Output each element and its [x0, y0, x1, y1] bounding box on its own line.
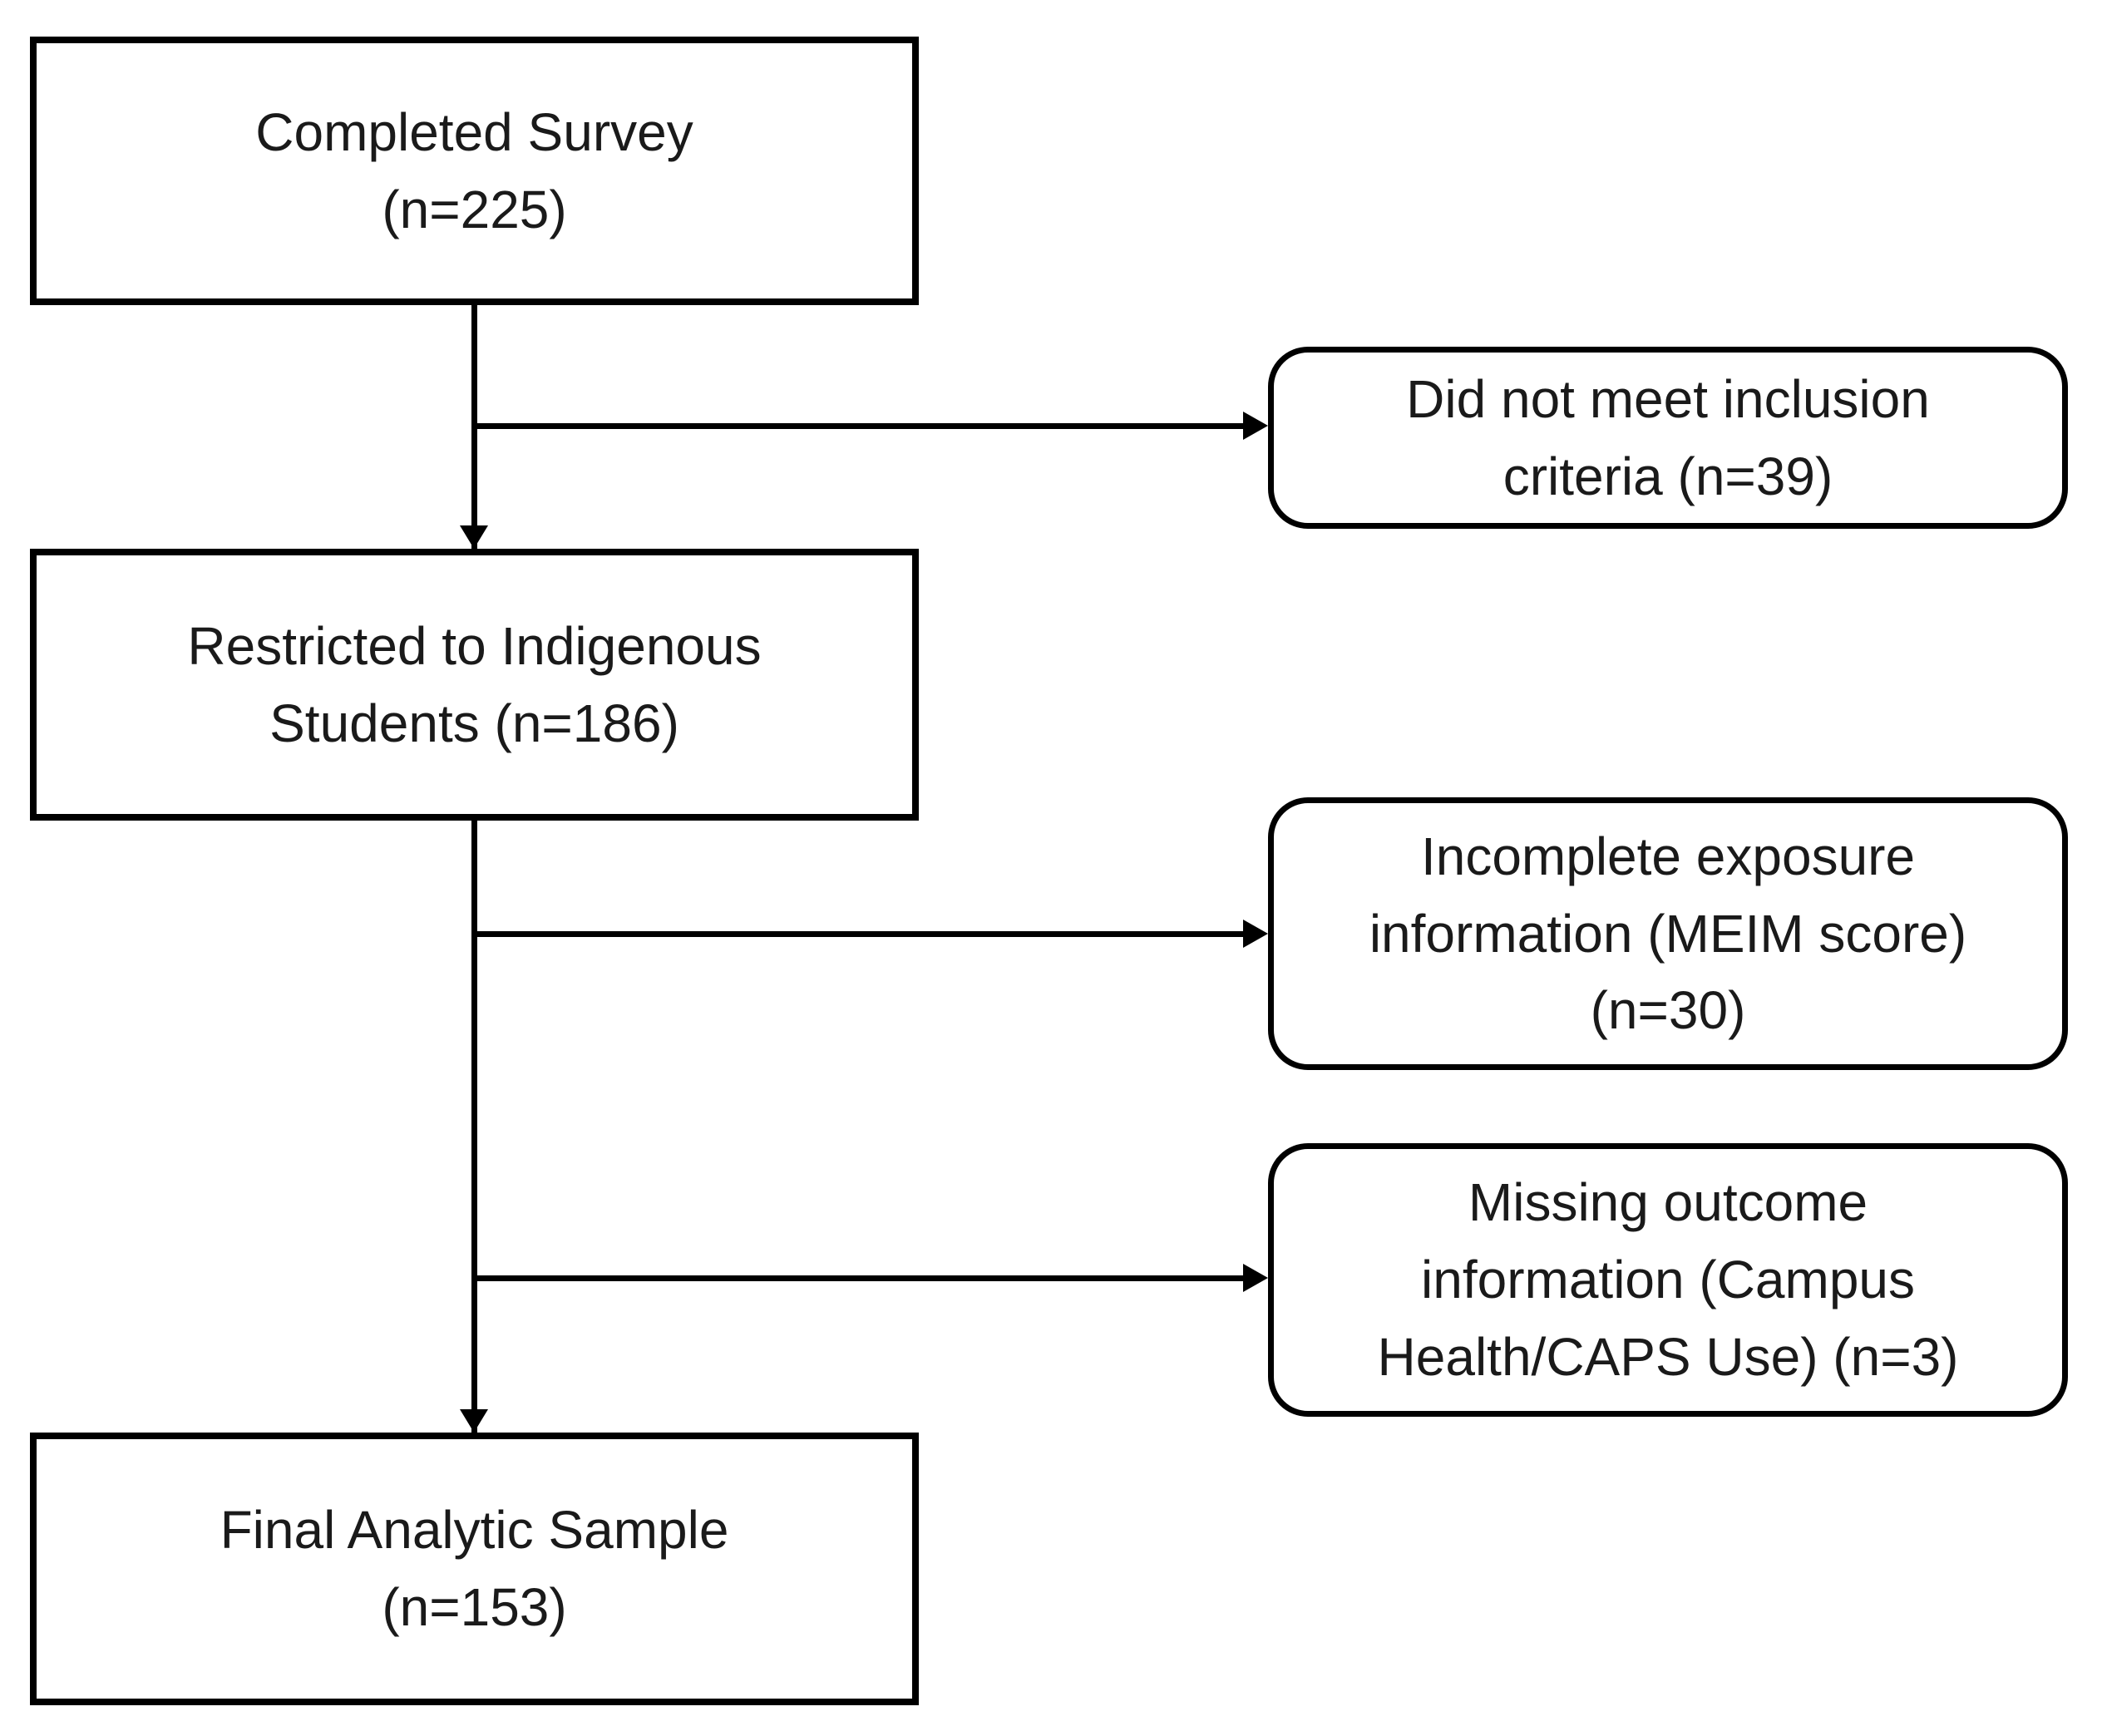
node-completed-survey-label: Completed Survey (n=225)	[255, 101, 693, 239]
connector-branch-to-outcome-exclusion	[471, 1275, 1247, 1281]
node-final-analytic-sample: Final Analytic Sample (n=153)	[30, 1433, 919, 1705]
arrowhead-down-into-restricted	[460, 525, 488, 549]
arrowhead-down-into-final	[460, 1409, 488, 1433]
connector-restricted-to-final	[471, 821, 477, 1433]
node-completed-survey: Completed Survey (n=225)	[30, 37, 919, 305]
connector-branch-to-exposure-exclusion	[471, 931, 1247, 937]
arrowhead-right-into-outcome-exclusion	[1243, 1264, 1268, 1292]
node-final-analytic-sample-label: Final Analytic Sample (n=153)	[220, 1500, 729, 1637]
node-incomplete-exposure-information: Incomplete exposure information (MEIM sc…	[1268, 797, 2068, 1070]
node-did-not-meet-inclusion-criteria: Did not meet inclusion criteria (n=39)	[1268, 347, 2068, 529]
node-restricted-indigenous-students-label: Restricted to Indigenous Students (n=186…	[187, 615, 762, 753]
arrowhead-right-into-exposure-exclusion	[1243, 920, 1268, 948]
node-did-not-meet-inclusion-criteria-label: Did not meet inclusion criteria (n=39)	[1406, 368, 1930, 506]
node-incomplete-exposure-information-label: Incomplete exposure information (MEIM sc…	[1369, 826, 1967, 1041]
arrowhead-right-into-inclusion-exclusion	[1243, 412, 1268, 440]
connector-branch-to-inclusion-exclusion	[471, 423, 1247, 429]
node-missing-outcome-information: Missing outcome information (Campus Heal…	[1268, 1143, 2068, 1417]
node-restricted-indigenous-students: Restricted to Indigenous Students (n=186…	[30, 549, 919, 821]
node-missing-outcome-information-label: Missing outcome information (Campus Heal…	[1377, 1172, 1959, 1387]
